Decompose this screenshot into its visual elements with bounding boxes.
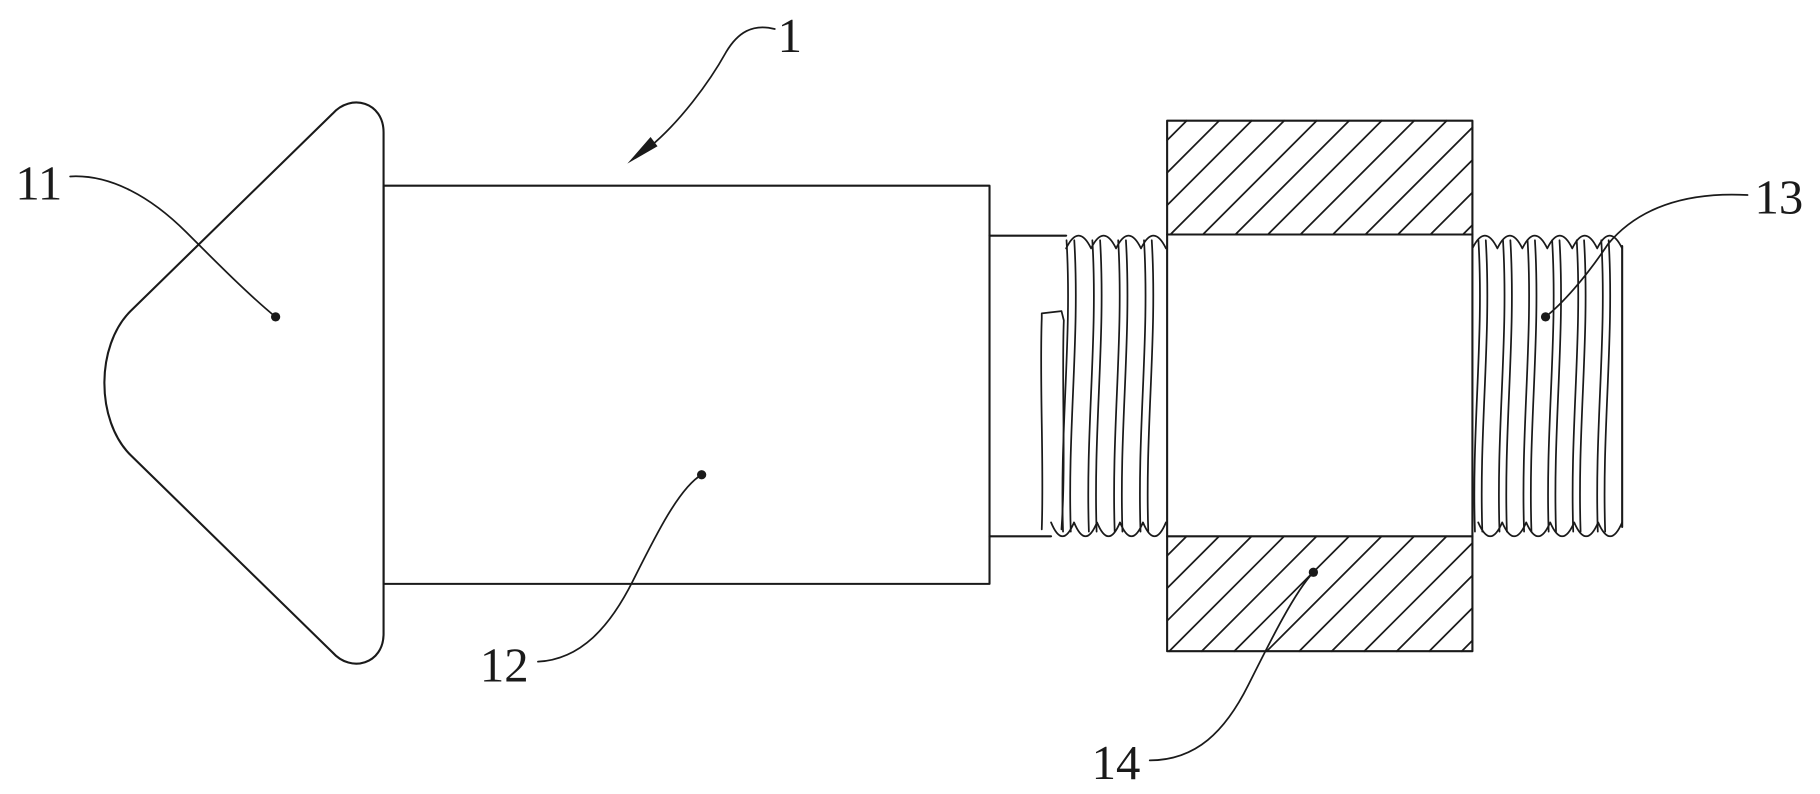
nut-hatch-top (1166, 119, 1474, 236)
body-cylinder (382, 184, 991, 585)
thread-flank-line (1579, 239, 1587, 533)
nut-hatch-bottom (1166, 535, 1474, 653)
thread-flank-line (1596, 239, 1604, 533)
hatch-line (1234, 119, 1351, 236)
thread-crest-top (1065, 234, 1167, 250)
thread-flank-line (1547, 239, 1555, 533)
thread-flank-line (1113, 239, 1121, 533)
hatch-line (1202, 119, 1318, 236)
thread-flank-line (1095, 239, 1103, 533)
hatch-line (1267, 119, 1383, 236)
leader-arrow-1 (627, 136, 658, 164)
thread-flank-line (1498, 239, 1506, 533)
thread-crest-top (1471, 234, 1624, 250)
hatch-line (1233, 535, 1351, 653)
thread-flank-line (1061, 239, 1069, 533)
leader-line-12 (537, 473, 703, 663)
thread-flank-line (1522, 239, 1530, 533)
hatch-line (1168, 535, 1286, 653)
thread-flank-line (1554, 239, 1562, 533)
leader-line-13 (1544, 193, 1749, 318)
thread-flank-line (1480, 239, 1489, 533)
hatch-line (1169, 119, 1286, 236)
callout-label-11: 11 (15, 157, 62, 211)
thread-left (1050, 234, 1167, 538)
callout-label-12: 12 (480, 638, 529, 692)
thread-flank-line (1146, 239, 1155, 533)
thread-flank-line (1603, 239, 1612, 533)
hatch-line (1332, 119, 1448, 236)
hatch-line (1265, 535, 1383, 653)
hatch-line (1298, 535, 1416, 653)
callout-13: 13 (1540, 171, 1803, 322)
leader-dot-12 (696, 470, 707, 480)
callout-label-1: 1 (778, 9, 802, 63)
thread-flank-line (1139, 239, 1147, 533)
hatch-line (1166, 119, 1220, 174)
leader-dot-11 (270, 312, 281, 322)
leader-dot-14 (1308, 567, 1319, 577)
hatch-line (1363, 542, 1474, 653)
hatch-line (1166, 535, 1253, 622)
thread-flank-line (1087, 239, 1095, 533)
leader-line-1 (649, 26, 776, 148)
hatch-line (1462, 224, 1474, 236)
thread-flank-line (1473, 239, 1481, 533)
callout-1: 1 (627, 9, 802, 164)
head-outline (103, 101, 385, 665)
thread-flank-line (1505, 239, 1513, 533)
thread-flank-line (1529, 239, 1538, 533)
thread-flank-line (1571, 239, 1580, 533)
hatch-line (1397, 159, 1474, 236)
thread-flank-line (1069, 239, 1077, 533)
thread-right (1471, 234, 1624, 538)
callout-12: 12 (480, 470, 707, 692)
hatch-line (1200, 535, 1318, 653)
leader-line-14 (1148, 571, 1315, 762)
hatch-line (1460, 639, 1474, 653)
leader-line-11 (69, 175, 277, 318)
hatch-line (1428, 607, 1474, 653)
hatch-line (1364, 126, 1474, 236)
thread-groove (1040, 310, 1065, 531)
hatch-line (1429, 191, 1474, 236)
thread-flank-line (1120, 239, 1129, 533)
hatch-line (1166, 119, 1253, 207)
leader-dot-13 (1540, 312, 1551, 322)
callout-11: 11 (15, 157, 281, 322)
nut-outline (1166, 119, 1474, 653)
hatch-line (1395, 574, 1474, 653)
hatch-line (1166, 119, 1188, 142)
thread-crest-bottom (1050, 521, 1167, 538)
hatch-line (1166, 535, 1220, 590)
hatch-line (1166, 535, 1188, 557)
nut (1166, 119, 1474, 653)
hatch-line (1330, 535, 1448, 653)
callout-label-13: 13 (1754, 171, 1803, 225)
hatch-line (1299, 119, 1416, 236)
callout-14: 14 (1092, 567, 1319, 790)
callout-label-14: 14 (1092, 736, 1141, 790)
